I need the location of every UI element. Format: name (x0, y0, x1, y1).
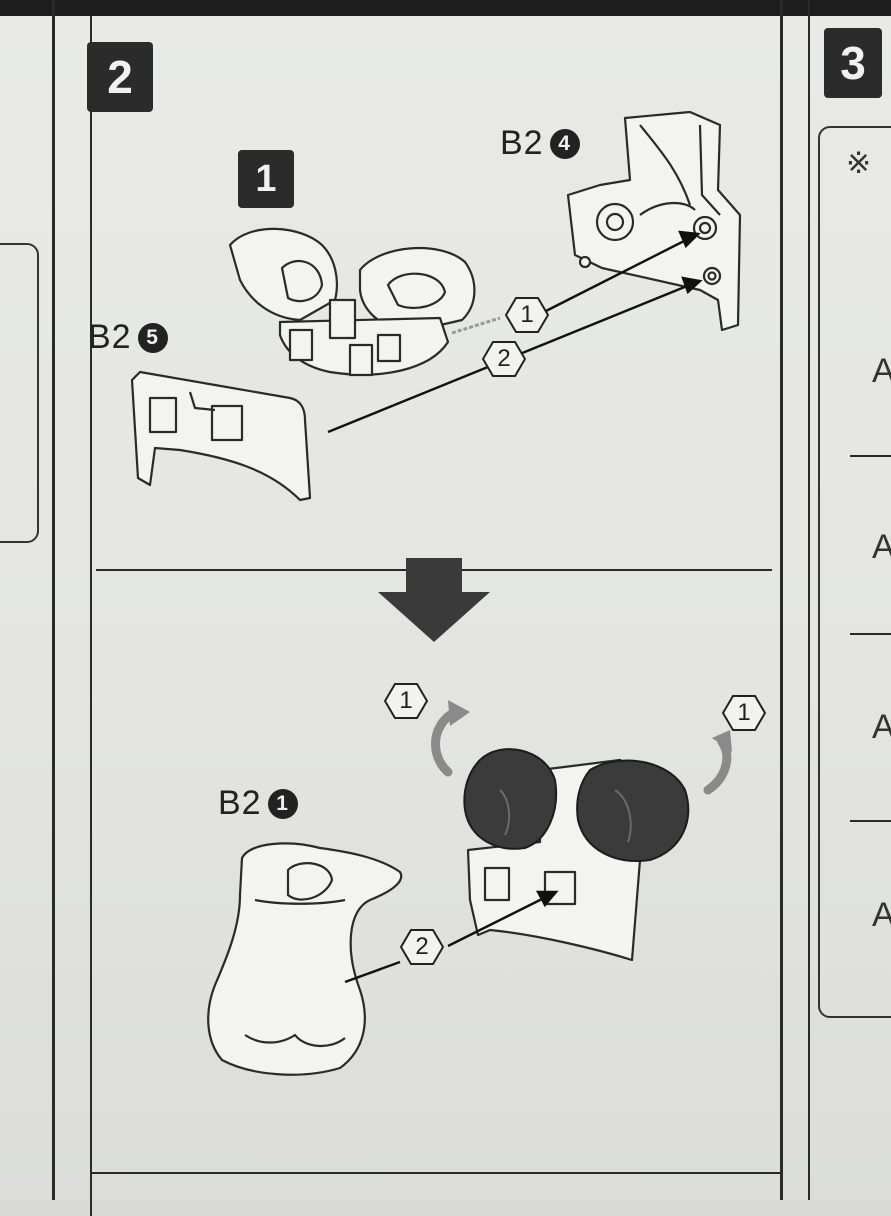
callout-hex-bottom-2: 2 (400, 928, 444, 966)
callout-hex-bottom-right-1-text: 1 (737, 699, 751, 726)
panel-bottom-border (90, 1172, 782, 1174)
step3-letter-2: A (872, 528, 891, 566)
left-note-box (0, 243, 39, 543)
next-step-arrow (378, 558, 490, 642)
callout-hex-top-1: 1 (505, 296, 549, 334)
step3-letter-1: A (872, 352, 891, 390)
step3-row-divider-3 (850, 820, 891, 822)
part-label-b2-1-prefix: B2 (218, 784, 262, 822)
part-label-b2-1-number: 1 (267, 788, 298, 819)
part-1-drawing (228, 227, 476, 377)
part-label-b2-5-number: 5 (137, 322, 168, 353)
substep-1-badge: 1 (238, 150, 294, 208)
step3-letter-3: A (872, 708, 891, 746)
callout-hex-top-2-text: 2 (497, 345, 511, 372)
part-b2-4-drawing (566, 110, 742, 332)
panel-right-border (780, 0, 783, 1200)
left-column-divider (52, 0, 55, 1200)
callout-hex-bottom-left-1: 1 (384, 682, 428, 720)
part-b2-1-drawing (207, 842, 403, 1076)
step3-row-divider-1 (850, 455, 891, 457)
top-bar (0, 0, 891, 16)
part-label-b2-4: B2 4 (500, 124, 580, 163)
part-label-b2-4-number: 4 (549, 128, 580, 159)
dark-shoulder-parts (463, 748, 690, 862)
step3-letter-4: A (872, 896, 891, 934)
step-2-badge: 2 (87, 42, 153, 112)
panel-left-border (90, 16, 92, 1216)
part-label-b2-4-prefix: B2 (500, 124, 544, 162)
callout-hex-top-2: 2 (482, 340, 526, 378)
step3-note-box (818, 126, 891, 1018)
callout-hex-top-1-text: 1 (520, 301, 534, 328)
callout-hex-bottom-right-1: 1 (722, 694, 766, 732)
part-b2-5-drawing (130, 370, 312, 502)
note-mark: ※ (846, 147, 872, 180)
step-3-badge: 3 (824, 28, 882, 98)
callout-hex-bottom-2-text: 2 (415, 933, 429, 960)
part-label-b2-5: B2 5 (88, 318, 168, 357)
part-label-b2-5-prefix: B2 (88, 318, 132, 356)
step3-row-divider-2 (850, 633, 891, 635)
step3-left-border (808, 0, 810, 1200)
part-label-b2-1: B2 1 (218, 784, 298, 823)
callout-hex-bottom-left-1-text: 1 (399, 687, 413, 714)
